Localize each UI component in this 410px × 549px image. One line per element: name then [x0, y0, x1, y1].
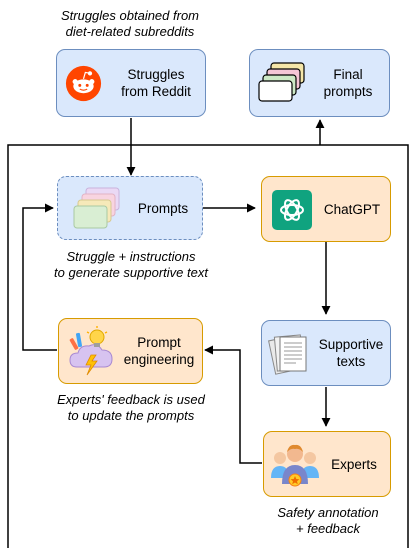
stacked-cards-icon	[258, 62, 305, 102]
stacked-cards-icon	[73, 187, 120, 229]
arrow-engineering-to-prompts	[22, 203, 57, 351]
caption-prompts: Struggle + instructions to generate supp…	[6, 249, 256, 281]
caption-line: to generate supportive text	[54, 265, 208, 280]
label-line: texts	[336, 354, 366, 369]
node-final-prompts: Final prompts	[249, 49, 390, 117]
node-struggles-from-reddit: Struggles from Reddit	[56, 49, 206, 117]
people-group-icon	[271, 444, 319, 487]
node-supportive-texts: Supportive texts	[261, 320, 391, 386]
label-line: Supportive	[318, 337, 384, 352]
label-line: engineering	[123, 352, 195, 367]
node-label: Prompt engineering	[117, 334, 201, 368]
label-line: from Reddit	[121, 84, 191, 99]
frame-outline	[7, 144, 409, 548]
chatgpt-logo-icon	[272, 190, 312, 230]
node-label: Supportive texts	[312, 336, 390, 370]
caption-line: Safety annotation	[277, 505, 379, 520]
arrow-experts-to-engineering	[204, 345, 262, 464]
node-label: Final prompts	[308, 66, 388, 100]
caption-line: Experts' feedback is used	[57, 392, 205, 407]
caption-line: to update the prompts	[67, 408, 195, 423]
label-line: Experts	[331, 457, 377, 472]
caption-reddit: Struggles obtained from diet-related sub…	[10, 8, 250, 40]
label-line: ChatGPT	[323, 202, 381, 217]
label-line: Struggles	[127, 67, 185, 82]
node-prompts: Prompts	[57, 176, 203, 240]
cloud-lightbulb-icon	[69, 326, 113, 376]
label-line: Final	[333, 67, 363, 82]
caption-line: Struggles obtained from	[60, 8, 200, 23]
label-line: prompts	[323, 84, 373, 99]
documents-icon	[268, 334, 307, 375]
label-line: Prompts	[137, 201, 189, 216]
node-label: Experts	[320, 456, 388, 473]
caption-feedback: Experts' feedback is used to update the …	[6, 392, 256, 424]
caption-safety: Safety annotation + feedback	[258, 505, 398, 537]
reddit-logo-icon	[65, 65, 102, 102]
node-chatgpt: ChatGPT	[261, 176, 391, 242]
node-experts: Experts	[263, 431, 391, 497]
caption-line: diet-related subreddits	[65, 24, 195, 39]
node-label: Struggles from Reddit	[109, 66, 203, 100]
caption-line: + feedback	[296, 521, 360, 536]
node-label: ChatGPT	[316, 201, 388, 218]
node-label: Prompts	[124, 200, 202, 217]
label-line: Prompt	[137, 335, 181, 350]
node-prompt-engineering: Prompt engineering	[58, 318, 203, 384]
caption-line: Struggle + instructions	[66, 249, 196, 264]
